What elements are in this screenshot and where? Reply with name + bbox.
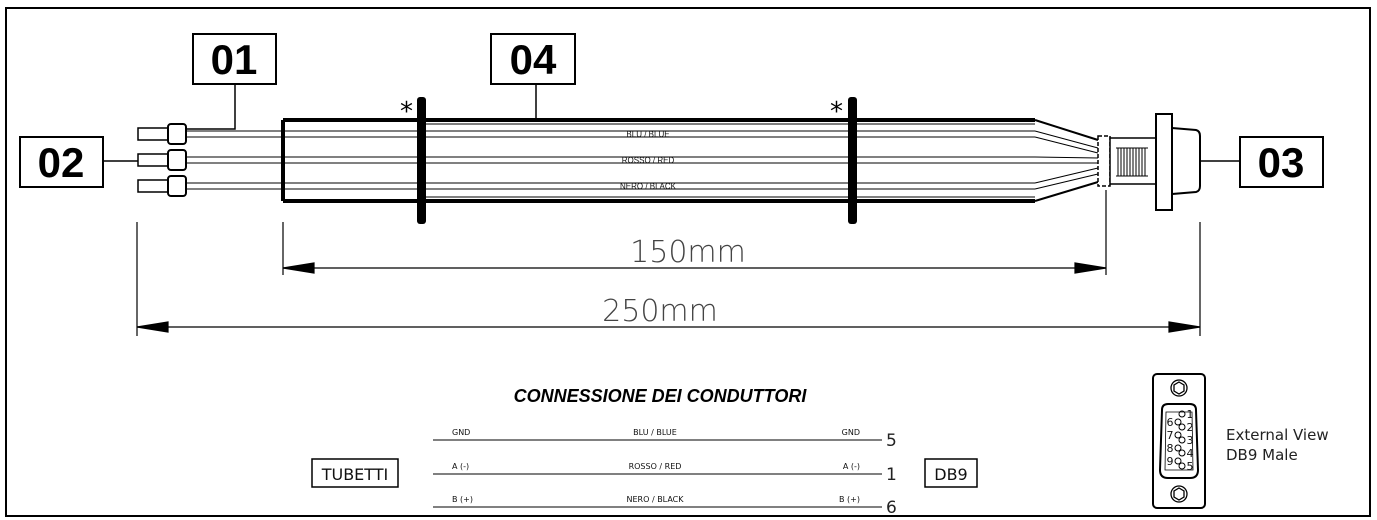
tubetti-box: TUBETTI bbox=[311, 458, 399, 488]
asterisk-right: * bbox=[830, 97, 843, 127]
callout-02: 02 bbox=[19, 136, 104, 188]
pin-label: 4 bbox=[1187, 447, 1194, 460]
ferrule-2 bbox=[137, 149, 187, 171]
ferrules bbox=[137, 123, 187, 197]
db9-label: DB9 bbox=[934, 465, 967, 484]
wire-label-red: ROSSO / RED bbox=[622, 156, 675, 165]
row-wire-label: NERO / BLACK bbox=[627, 495, 685, 504]
callout-01: 01 bbox=[192, 33, 277, 85]
ferrule-3 bbox=[137, 175, 187, 197]
ferrule-1 bbox=[137, 123, 187, 145]
dimension-150-label: 150mm bbox=[630, 235, 746, 270]
pin-label: 1 bbox=[1187, 408, 1194, 421]
mounting-screw-icon bbox=[1170, 379, 1188, 397]
external-view-caption: External View bbox=[1226, 426, 1329, 444]
row-left-label: GND bbox=[452, 428, 470, 437]
db9-box: DB9 bbox=[924, 458, 978, 488]
db9-pin-holes bbox=[1174, 410, 1186, 470]
callout-04: 04 bbox=[490, 33, 576, 85]
cable-tie-left bbox=[417, 97, 426, 224]
row-pin-number: 5 bbox=[886, 431, 897, 451]
connection-table: CONNESSIONE DEI CONDUTTORI GND BLU / BLU… bbox=[311, 386, 978, 518]
wire-label-black: NERO / BLACK bbox=[620, 182, 677, 191]
row-right-label: B (+) bbox=[839, 495, 860, 504]
dimension-250 bbox=[136, 222, 1201, 336]
pin-label: 2 bbox=[1187, 421, 1194, 434]
table-row: B (+) NERO / BLACK B (+) 6 bbox=[452, 495, 897, 518]
callout-04-text: 04 bbox=[510, 36, 557, 83]
callout-01-text: 01 bbox=[211, 36, 258, 83]
row-right-label: GND bbox=[842, 428, 860, 437]
row-wire-label: BLU / BLUE bbox=[633, 428, 677, 437]
dimension-250-label: 250mm bbox=[602, 294, 718, 329]
db9-connector-side bbox=[1097, 113, 1201, 211]
row-left-label: B (+) bbox=[452, 495, 473, 504]
callout-leaders bbox=[103, 84, 1240, 162]
db9-male-caption: DB9 Male bbox=[1226, 446, 1298, 464]
cable-jacket bbox=[281, 118, 1099, 203]
row-pin-number: 1 bbox=[886, 465, 897, 485]
table-row: GND BLU / BLUE GND 5 bbox=[452, 428, 897, 451]
dimension-150 bbox=[282, 190, 1107, 275]
wire-lines bbox=[186, 130, 1099, 190]
cable-tie-right bbox=[848, 97, 857, 224]
cable-assembly: BLU / BLUE ROSSO / RED NERO / BLACK * * bbox=[19, 33, 1324, 224]
pin-label: 8 bbox=[1167, 442, 1174, 455]
row-wire-label: ROSSO / RED bbox=[629, 462, 682, 471]
callout-02-text: 02 bbox=[38, 139, 85, 186]
pin-label: 3 bbox=[1187, 434, 1194, 447]
pin-label: 6 bbox=[1167, 416, 1174, 429]
mounting-screw-icon bbox=[1170, 485, 1188, 503]
row-pin-number: 6 bbox=[886, 498, 897, 518]
connection-table-title: CONNESSIONE DEI CONDUTTORI bbox=[514, 386, 808, 406]
pin-label: 7 bbox=[1167, 429, 1174, 442]
callout-03-text: 03 bbox=[1258, 139, 1305, 186]
row-left-label: A (-) bbox=[452, 462, 469, 471]
asterisk-left: * bbox=[400, 97, 413, 127]
drawing-frame bbox=[5, 7, 1371, 517]
pin-label: 9 bbox=[1167, 455, 1174, 468]
table-row: A (-) ROSSO / RED A (-) 1 bbox=[452, 462, 897, 485]
tubetti-label: TUBETTI bbox=[321, 465, 389, 484]
cable-ties bbox=[417, 97, 857, 224]
db9-front-view: 6 7 8 9 1 2 3 4 5 bbox=[1152, 373, 1206, 509]
wire-label-blue: BLU / BLUE bbox=[626, 130, 669, 139]
callout-03: 03 bbox=[1239, 136, 1324, 188]
row-right-label: A (-) bbox=[843, 462, 860, 471]
db9-pin-labels: 6 7 8 9 1 2 3 4 5 bbox=[1167, 408, 1194, 473]
pin-label: 5 bbox=[1187, 460, 1194, 473]
